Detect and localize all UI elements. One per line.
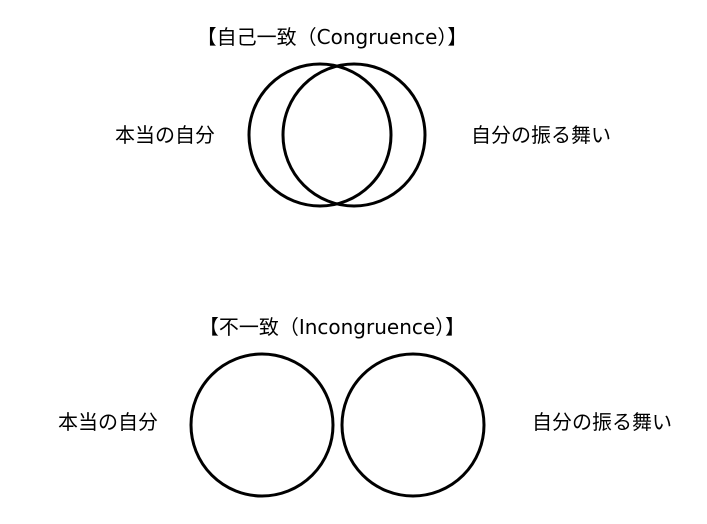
incongruence-left-label: 本当の自分: [58, 410, 158, 434]
congruence-left-label: 本当の自分: [115, 123, 215, 147]
congruence-behavior-circle: [281, 62, 427, 208]
congruence-right-label: 自分の振る舞い: [471, 123, 611, 147]
incongruence-true-self-circle: [189, 352, 335, 498]
congruence-title: 【自己一致（Congruence）】: [196, 25, 468, 49]
incongruence-title: 【不一致（Incongruence）】: [198, 315, 466, 339]
congruence-true-self-circle: [247, 62, 393, 208]
incongruence-right-label: 自分の振る舞い: [532, 410, 672, 434]
incongruence-behavior-circle: [340, 352, 486, 498]
